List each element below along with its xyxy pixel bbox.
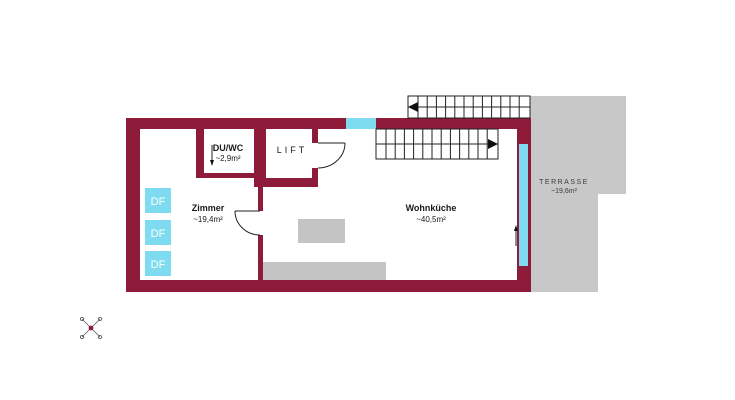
df-label: DF: [151, 196, 166, 208]
door-swing-icon: [317, 142, 346, 169]
entry-arrow-icon: [210, 160, 214, 166]
room-name-zimmer: Zimmer: [192, 203, 225, 213]
stair-direction-arrow-icon: [408, 102, 418, 112]
terrace-area: [530, 96, 626, 292]
room-name-duwc: DU/WC: [213, 143, 244, 153]
compass-icon: [80, 316, 103, 339]
room-area-terrasse: ~19,6m²: [551, 188, 578, 195]
island-counter: [298, 219, 345, 243]
room-area-wohnkueche: ~40,5m²: [416, 215, 446, 224]
stairs-outside: [407, 95, 531, 119]
kitchen-counter: [263, 262, 386, 280]
df-label: DF: [151, 228, 166, 240]
window-right: [519, 144, 528, 266]
stair-direction-arrow-icon: [488, 139, 498, 149]
room-area-zimmer: ~19,4m²: [193, 215, 223, 224]
room-area-duwc: ~2,9m²: [215, 154, 240, 163]
stair-treads-inner: [385, 129, 488, 159]
room-name-wohnkueche: Wohnküche: [406, 203, 457, 213]
df-box: DF: [145, 251, 171, 276]
room-name-terrasse: TERRASSE: [539, 179, 589, 186]
room-name-lift: LIFT: [277, 145, 308, 155]
stairs-inside: [375, 128, 499, 160]
entry-arrow-icon: [514, 225, 518, 246]
df-label: DF: [151, 259, 166, 271]
interior-walls: [196, 129, 318, 280]
df-box: DF: [145, 188, 171, 213]
window-top: [346, 118, 376, 129]
df-box: DF: [145, 220, 171, 245]
door-swing-icon: [234, 210, 261, 236]
